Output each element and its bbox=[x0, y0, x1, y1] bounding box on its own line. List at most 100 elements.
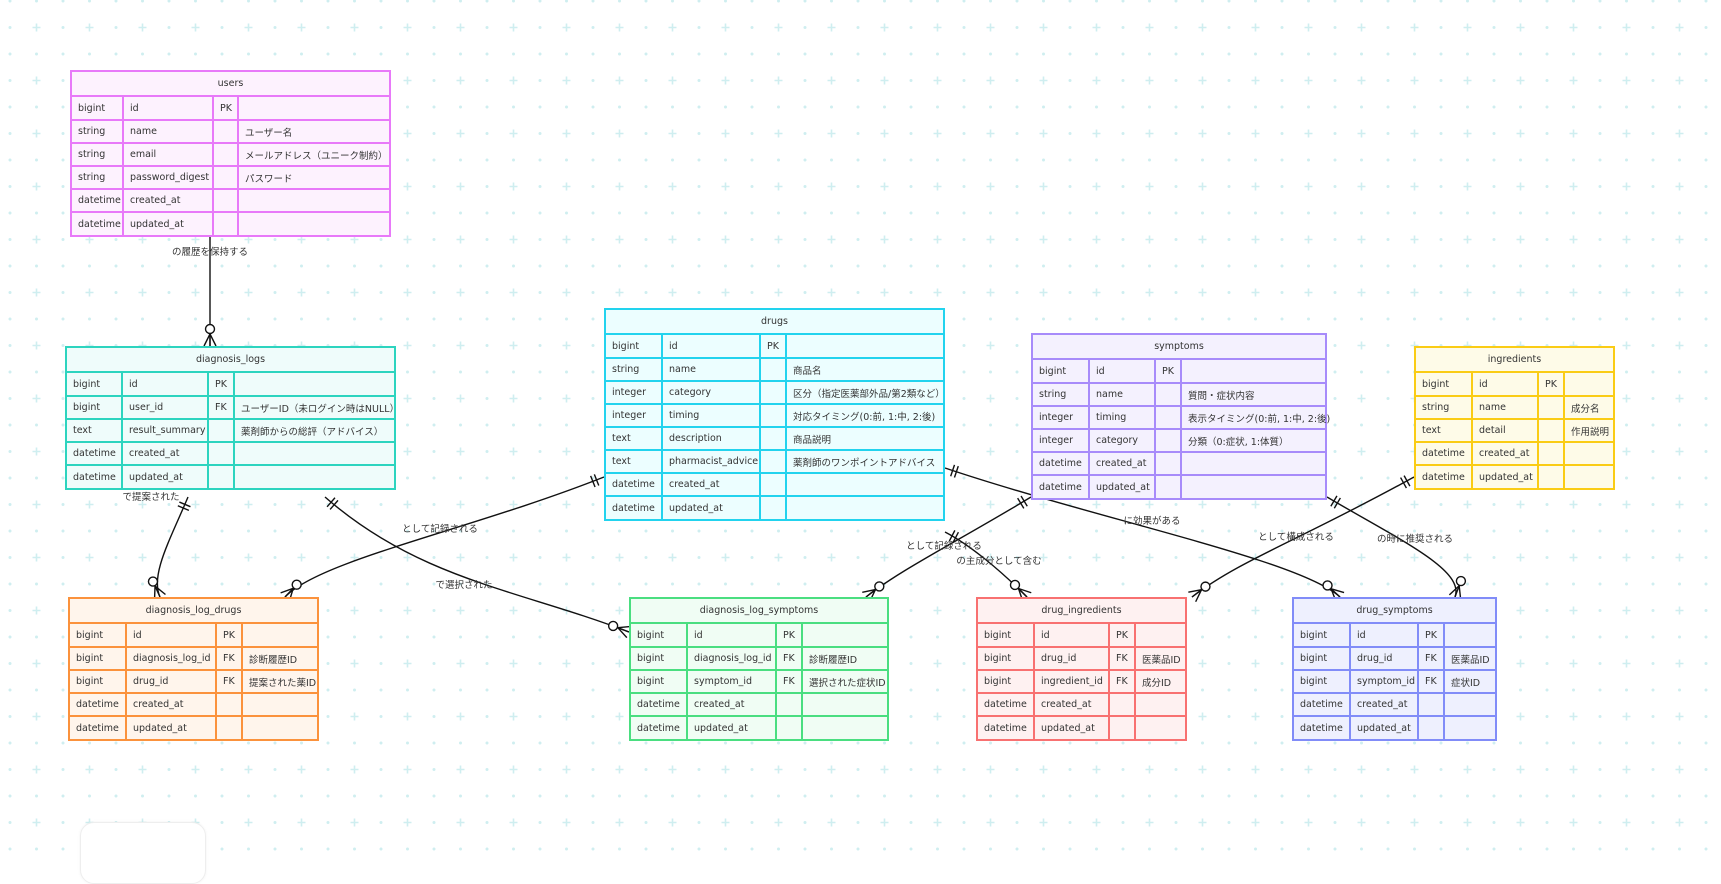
grid-dot bbox=[804, 26, 807, 29]
grid-dot bbox=[1652, 450, 1655, 453]
grid-dot bbox=[486, 424, 489, 427]
grid-dot bbox=[592, 742, 595, 745]
grid-dot bbox=[327, 26, 330, 29]
grid-dot bbox=[1466, 53, 1469, 56]
grid-dot bbox=[857, 159, 860, 162]
grid-dot bbox=[1228, 238, 1231, 241]
attribute-comment bbox=[802, 716, 887, 739]
grid-dot bbox=[221, 768, 224, 771]
grid-cross bbox=[404, 713, 412, 721]
grid-dot bbox=[433, 318, 436, 321]
grid-dot bbox=[1493, 0, 1496, 3]
grid-dot bbox=[1201, 742, 1204, 745]
grid-dot bbox=[9, 212, 12, 215]
grid-cross bbox=[1358, 766, 1366, 774]
grid-dot bbox=[777, 742, 780, 745]
grid-dot bbox=[62, 265, 65, 268]
grid-dot bbox=[1175, 848, 1178, 851]
grid-dot bbox=[592, 397, 595, 400]
grid-dot bbox=[327, 503, 330, 506]
grid-dot bbox=[1148, 0, 1151, 3]
grid-dot bbox=[963, 530, 966, 533]
grid-dot bbox=[1625, 318, 1628, 321]
grid-dot bbox=[618, 636, 621, 639]
grid-cross bbox=[934, 607, 942, 615]
grid-dot bbox=[1228, 636, 1231, 639]
grid-dot bbox=[1281, 795, 1284, 798]
grid-cross bbox=[934, 766, 942, 774]
minimap-panel[interactable] bbox=[80, 822, 206, 884]
grid-dot bbox=[1254, 53, 1257, 56]
grid-dot bbox=[62, 795, 65, 798]
grid-dot bbox=[168, 503, 171, 506]
grid-dot bbox=[1678, 583, 1681, 586]
grid-dot bbox=[1042, 742, 1045, 745]
grid-dot bbox=[1546, 159, 1549, 162]
attribute-type: text bbox=[67, 419, 122, 442]
grid-dot bbox=[35, 424, 38, 427]
grid-cross bbox=[510, 24, 518, 32]
grid-dot bbox=[724, 53, 727, 56]
grid-dot bbox=[274, 503, 277, 506]
